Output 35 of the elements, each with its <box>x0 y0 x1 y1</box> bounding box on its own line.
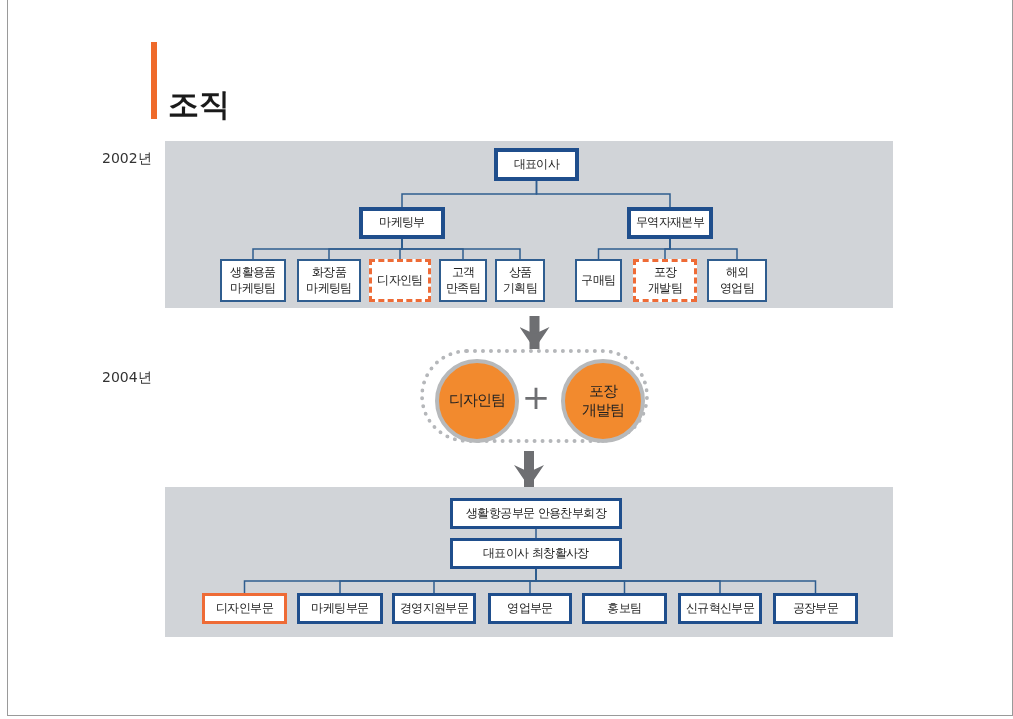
department-box: 마케팅부문 <box>297 593 383 624</box>
department-box: 대표이사 <box>494 148 579 181</box>
org-chart-panel <box>165 141 893 308</box>
department-box: 생활용품 마케팅팀 <box>220 259 286 302</box>
department-box: 신규혁신부문 <box>678 593 762 624</box>
team-circle: 디자인팀 <box>435 359 519 443</box>
team-circle: 포장 개발팀 <box>561 359 645 443</box>
department-box: 영업부문 <box>488 593 572 624</box>
department-box: 생활항공부문 안용찬부회장 <box>450 498 622 529</box>
year-label: 2004년 <box>102 370 152 384</box>
department-box: 상품 기획팀 <box>495 259 545 302</box>
department-box: 해외 영업팀 <box>707 259 767 302</box>
department-box: 무역자재본부 <box>627 207 713 239</box>
department-box: 공장부문 <box>773 593 858 624</box>
connector-line <box>535 180 671 208</box>
down-arrow <box>519 316 550 349</box>
connector-line <box>535 528 537 539</box>
plus-sign: + <box>521 380 551 414</box>
department-box: 홍보팀 <box>582 593 667 624</box>
department-box: 구매팀 <box>575 259 622 302</box>
connector-line <box>535 568 817 594</box>
department-box: 디자인부문 <box>202 593 287 624</box>
department-box: 고객 만족팀 <box>439 259 487 302</box>
org-chart-panel <box>165 487 893 637</box>
department-box: 화장품 마케팅팀 <box>297 259 361 302</box>
department-box: 대표이사 최창활사장 <box>450 538 622 569</box>
page-title: 조직 <box>168 85 230 124</box>
department-box: 마케팅부 <box>359 207 445 239</box>
department-box: 포장 개발팀 <box>633 259 697 302</box>
department-box: 경영지원부문 <box>392 593 476 624</box>
connector-line <box>401 238 521 260</box>
department-box: 디자인팀 <box>369 259 431 302</box>
down-arrow <box>514 451 544 487</box>
year-label: 2002년 <box>102 151 152 165</box>
connector-line <box>669 238 738 260</box>
